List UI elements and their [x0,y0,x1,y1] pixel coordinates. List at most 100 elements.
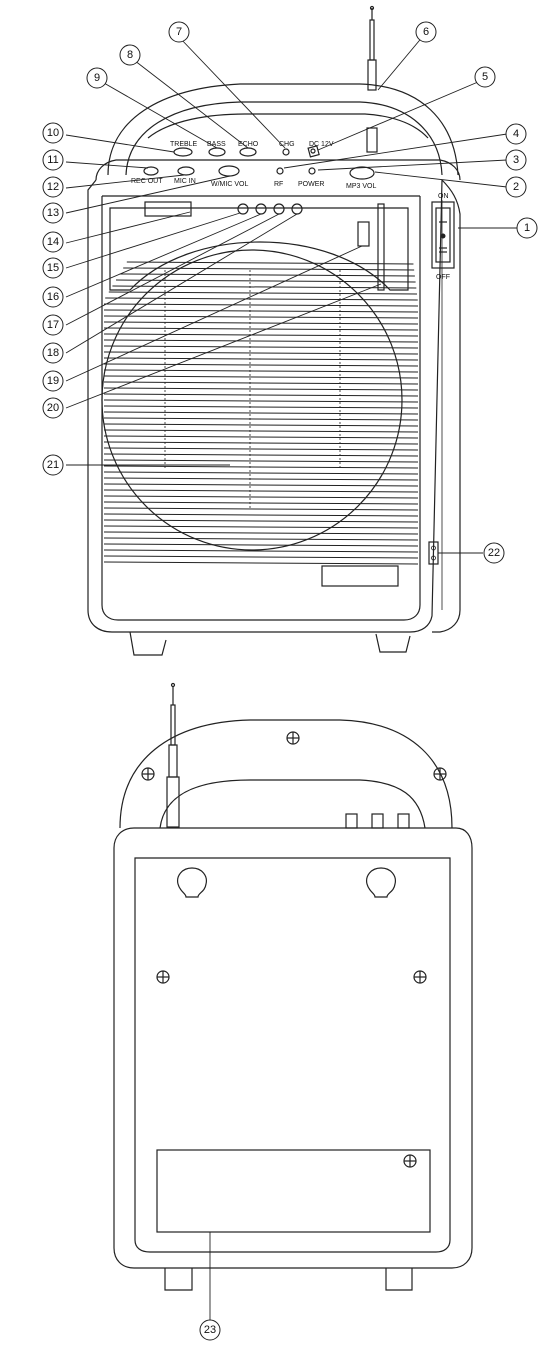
callout-9: 9 [86,67,108,89]
grille-line [123,267,415,271]
grille-line [105,297,418,301]
callout-number: 12 [47,181,59,193]
antenna-front [366,5,378,153]
callout-number: 9 [94,72,100,84]
grille-line [103,441,419,445]
mic-in-jack[interactable] [177,166,195,176]
callout-number: 10 [47,127,59,139]
grille-line [103,363,419,367]
lcd-display [144,201,192,217]
grille-line [103,375,419,379]
grille-line [103,471,419,475]
callout-20: 20 [42,397,64,419]
handle-screw-top [286,731,300,745]
grille-line [115,279,416,283]
grille-line [103,345,419,349]
callout-7: 7 [168,21,190,43]
grille-line [103,315,419,319]
callout-8: 8 [119,44,141,66]
grille-line [103,321,419,325]
bass-knob[interactable] [208,147,226,157]
callout-12: 12 [42,176,64,198]
sd-slot[interactable] [377,203,385,291]
grille-line [103,507,419,511]
grille-line [103,393,419,397]
top-control-panel: TREBLE BASS ECHO CHG DC 12V REC OUT MIC … [95,141,461,190]
wmic-vol-knob[interactable] [218,165,240,177]
label-rf: RF [274,181,283,188]
callout-number: 6 [423,26,429,38]
callout-11: 11 [42,149,64,171]
callout-number: 15 [47,262,59,274]
callout-number: 7 [176,26,182,38]
grille-line [103,399,419,403]
grille-line [103,501,419,505]
treble-knob[interactable] [173,147,193,157]
callout-number: 2 [513,181,519,193]
grille-line [103,531,419,535]
callout-3: 3 [505,149,527,171]
next-button[interactable] [273,203,285,215]
power-led [308,167,316,175]
bottom-panel-rect [321,565,399,587]
prev-button[interactable] [255,203,267,215]
grille-line [103,369,419,373]
grille-line [103,453,419,457]
grille-line [103,543,419,547]
power-switch[interactable]: ON OFF [431,193,455,281]
callout-13: 13 [42,202,64,224]
grille-line [103,537,419,541]
callout-number: 4 [513,128,519,140]
chg-led [282,148,290,156]
rf-led [276,167,284,175]
battery-screw [403,1154,417,1168]
callout-15: 15 [42,257,64,279]
echo-knob[interactable] [239,147,257,157]
grille-line [103,417,419,421]
callout-2: 2 [505,176,527,198]
grille-line [103,339,419,343]
grille-line [103,483,419,487]
label-treble: TREBLE [170,141,198,148]
rec-out-jack[interactable] [143,166,159,176]
grille-line [103,333,419,337]
grille-line [103,357,419,361]
callout-23: 23 [199,1319,221,1341]
back-screw-right [413,970,427,984]
callout-19: 19 [42,370,64,392]
grille-line [103,561,419,565]
label-mp3-vol: MP3 VOL [346,183,376,190]
label-chg: CHG [279,141,295,148]
mode-button[interactable] [237,203,249,215]
label-dc12v: DC 12V [309,141,334,148]
dc12v-jack[interactable] [307,145,320,158]
keyhole-right [366,867,396,898]
callout-number: 1 [524,222,530,234]
callout-21: 21 [42,454,64,476]
grille-line [126,261,414,265]
callout-number: 22 [488,547,500,559]
mp3-vol-knob[interactable] [349,166,375,180]
grille-line [108,291,418,295]
callout-5: 5 [474,66,496,88]
callout-18: 18 [42,342,64,364]
label-mic-in: MIC IN [174,178,196,185]
grille-line [103,447,419,451]
callout-number: 13 [47,207,59,219]
handle-screw-right [433,767,447,781]
callout-number: 18 [47,347,59,359]
grille-line [103,327,419,331]
callout-number: 21 [47,459,59,471]
battery-compartment[interactable] [156,1149,431,1233]
callout-number: 16 [47,291,59,303]
grille-line [103,555,419,559]
play-button[interactable] [291,203,303,215]
front-view: TREBLE BASS ECHO CHG DC 12V REC OUT MIC … [87,5,461,656]
label-off: OFF [436,274,450,281]
callout-14: 14 [42,231,64,253]
grille-line [103,303,419,307]
usb-slot[interactable] [357,221,370,247]
front-body [87,179,461,656]
callout-number: 11 [47,154,58,166]
